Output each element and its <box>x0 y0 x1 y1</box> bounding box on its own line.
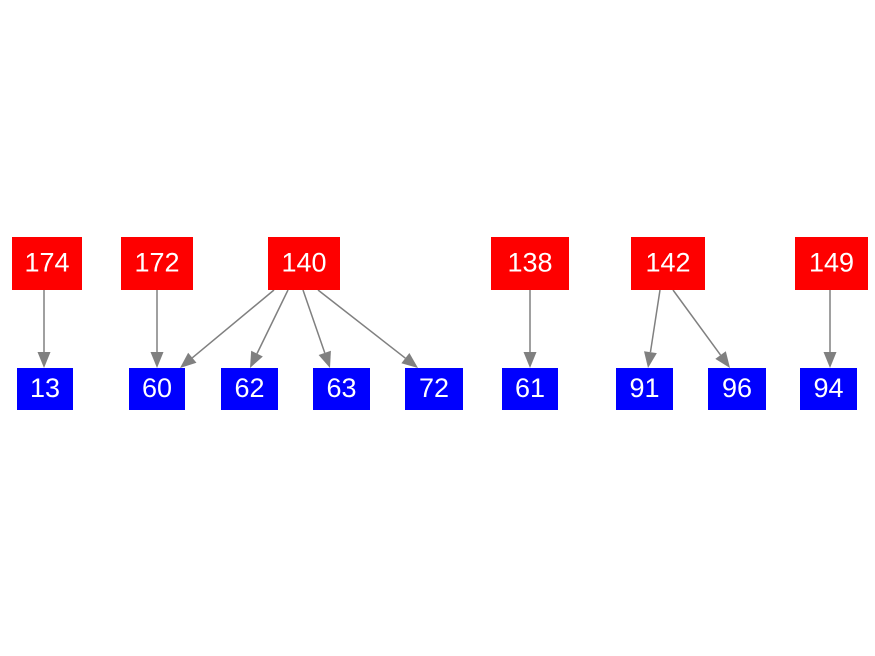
target-node-91[interactable]: 91 <box>616 368 673 410</box>
node-box[interactable] <box>313 368 370 410</box>
nodes-layer: 174 172 140 138 142 149 13 60 62 63 72 61 91 96 94 <box>12 237 868 410</box>
source-node-174[interactable]: 174 <box>12 237 82 290</box>
node-box[interactable] <box>491 237 569 290</box>
arrowhead-icon <box>150 352 164 368</box>
node-box[interactable] <box>708 368 766 410</box>
node-box[interactable] <box>221 368 278 410</box>
arrowhead-icon <box>523 352 537 368</box>
node-label: 61 <box>515 373 545 403</box>
edge-140-to-63 <box>302 289 331 368</box>
node-box[interactable] <box>121 237 193 290</box>
edge-142-to-96 <box>672 289 730 368</box>
edge-138-to-61 <box>523 290 537 368</box>
node-label: 172 <box>134 248 179 278</box>
arrowhead-icon <box>715 351 730 368</box>
node-box[interactable] <box>616 368 673 410</box>
node-label: 138 <box>507 248 552 278</box>
arrowhead-icon <box>37 352 51 368</box>
node-box[interactable] <box>795 237 868 290</box>
source-node-140[interactable]: 140 <box>268 237 340 290</box>
source-node-172[interactable]: 172 <box>121 237 193 290</box>
target-node-13[interactable]: 13 <box>17 368 73 410</box>
edge-140-to-62 <box>250 289 289 368</box>
node-label: 13 <box>30 373 60 403</box>
node-box[interactable] <box>405 368 463 410</box>
node-box[interactable] <box>631 237 705 290</box>
source-node-142[interactable]: 142 <box>631 237 705 290</box>
node-label: 96 <box>722 373 752 403</box>
target-node-60[interactable]: 60 <box>129 368 185 410</box>
target-node-61[interactable]: 61 <box>502 368 558 410</box>
edge-shaft <box>256 289 289 354</box>
edge-140-to-60 <box>180 289 275 368</box>
node-label: 174 <box>24 248 69 278</box>
edge-174-to-13 <box>37 290 51 368</box>
edge-142-to-91 <box>644 289 661 368</box>
edges-layer <box>37 289 837 368</box>
edge-shaft <box>672 289 722 356</box>
node-label: 142 <box>645 248 690 278</box>
node-label: 91 <box>629 373 659 403</box>
node-box[interactable] <box>12 237 82 290</box>
node-box[interactable] <box>800 368 857 410</box>
edge-shaft <box>302 289 326 354</box>
edge-shaft <box>317 289 406 359</box>
node-box[interactable] <box>502 368 558 410</box>
node-label: 63 <box>326 373 356 403</box>
arrowhead-icon <box>318 350 331 368</box>
arrowhead-icon <box>401 353 418 368</box>
node-box[interactable] <box>129 368 185 410</box>
target-node-62[interactable]: 62 <box>221 368 278 410</box>
node-label: 62 <box>234 373 264 403</box>
target-node-94[interactable]: 94 <box>800 368 857 410</box>
edge-shaft <box>649 289 661 353</box>
source-node-149[interactable]: 149 <box>795 237 868 290</box>
source-node-138[interactable]: 138 <box>491 237 569 290</box>
arrowhead-icon <box>823 352 837 368</box>
arrowhead-icon <box>250 350 263 368</box>
target-node-72[interactable]: 72 <box>405 368 463 410</box>
node-label: 72 <box>419 373 449 403</box>
node-box[interactable] <box>17 368 73 410</box>
arrowhead-icon <box>180 352 197 368</box>
node-label: 60 <box>142 373 172 403</box>
node-label: 149 <box>809 248 854 278</box>
arrowhead-icon <box>644 351 657 368</box>
edge-shaft <box>191 289 275 359</box>
target-node-96[interactable]: 96 <box>708 368 766 410</box>
node-label: 140 <box>281 248 326 278</box>
edge-140-to-72 <box>317 289 418 368</box>
edge-172-to-60 <box>150 290 164 368</box>
node-box[interactable] <box>268 237 340 290</box>
edge-149-to-94 <box>823 290 837 368</box>
target-node-63[interactable]: 63 <box>313 368 370 410</box>
node-label: 94 <box>813 373 843 403</box>
